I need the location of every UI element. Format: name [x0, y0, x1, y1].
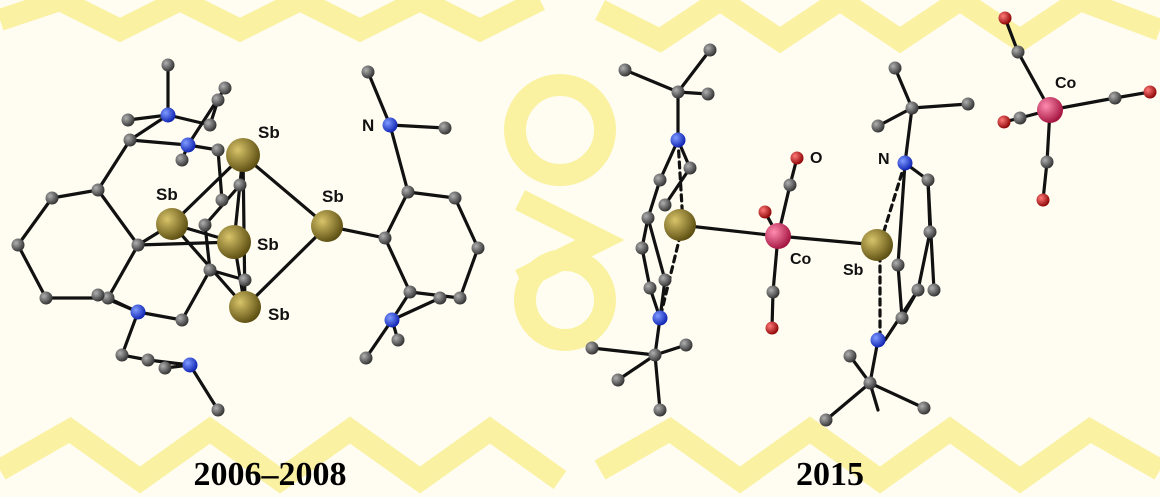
sb-label-left-1: Sb — [258, 123, 280, 142]
o-label: O — [810, 150, 822, 167]
co-label-anion: Co — [1055, 75, 1077, 92]
sb-label-left-5: Sb — [322, 187, 344, 206]
nitrogen-atoms-left — [130, 107, 400, 373]
sb-label-left-4: Sb — [268, 305, 290, 324]
right-structure-atoms: O Co N Sb Co — [585, 11, 1157, 427]
left-structure-atoms: Sb Sb Sb Sb Sb N — [11, 58, 485, 417]
antimony-atoms-left — [156, 138, 343, 323]
co-label-cation: Co — [790, 251, 812, 268]
caption-left-years: 2006–2008 — [193, 456, 347, 493]
sb-label-left-3: Sb — [257, 235, 279, 254]
carbon-atoms-left — [11, 58, 485, 417]
n-label-right: N — [878, 151, 890, 168]
carbon-atoms-right — [585, 43, 1122, 427]
nitrogen-atoms-right — [652, 132, 913, 348]
cobalt-atoms-right — [765, 97, 1063, 249]
caption-right-year: 2015 — [796, 456, 864, 493]
sb-label-right: Sb — [843, 262, 864, 279]
antimony-atoms-right — [664, 209, 893, 261]
oxygen-atoms-right — [758, 11, 1157, 335]
n-label-left: N — [362, 116, 374, 135]
sb-label-left-2: Sb — [156, 185, 178, 204]
